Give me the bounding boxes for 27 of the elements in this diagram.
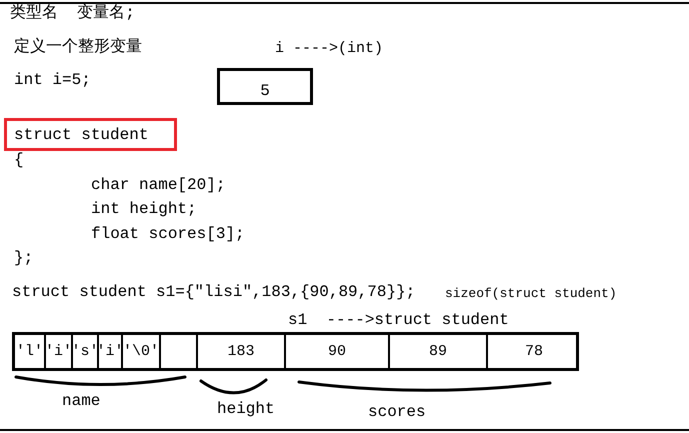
code-line: }; [14, 249, 34, 267]
memory-strip [12, 332, 579, 371]
code-line: int height; [91, 200, 197, 218]
memory-cell: 183 [196, 335, 284, 368]
heading: 类型名 变量名; [10, 4, 135, 22]
highlight-box: struct student [4, 118, 177, 151]
annotation: s1 ---->struct student [288, 311, 509, 329]
code-line: float scores[3]; [91, 225, 245, 243]
memory-cell: 'l' [15, 335, 44, 368]
annotation: i ---->(int) [275, 40, 384, 58]
code-line: char name[20]; [91, 176, 226, 194]
memory-cell: '\0' [121, 335, 159, 368]
code-line: { [14, 151, 24, 169]
memory-cell: 90 [284, 335, 388, 368]
field-label: name [62, 392, 100, 410]
field-label: scores [368, 403, 426, 421]
code-text: sizeof(struct student) [445, 285, 617, 303]
memory-cell: 'i' [44, 335, 71, 368]
memory-cell: 89 [388, 335, 486, 368]
memory-cell: 78 [486, 335, 580, 368]
field-label: height [217, 400, 275, 418]
comment-text: 定义一个整形变量 [14, 38, 142, 56]
code-line: struct student s1={"lisi",183,{90,89,78}}; [12, 283, 416, 301]
memory-cell: 's' [71, 335, 97, 368]
memory-cell: 'i' [97, 335, 121, 368]
code-line: int i=5; [14, 71, 91, 89]
value-box: 5 [217, 68, 313, 105]
